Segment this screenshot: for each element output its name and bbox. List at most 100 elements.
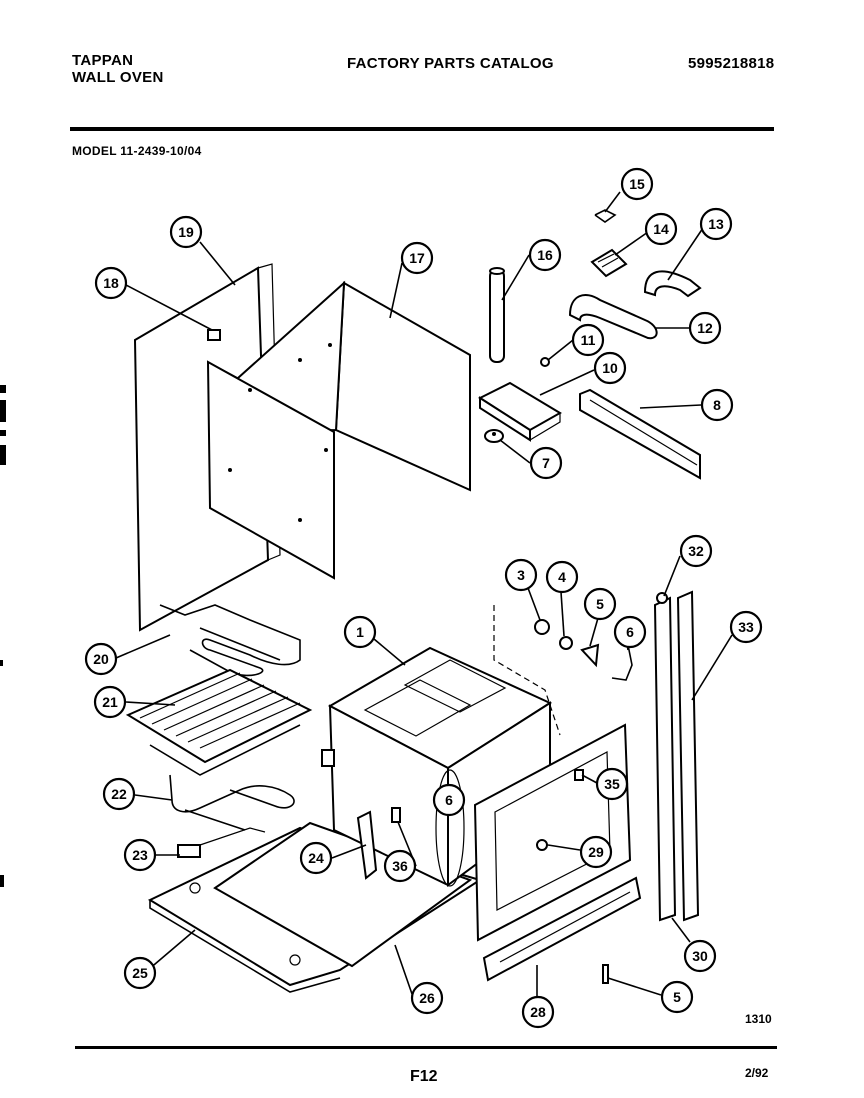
svg-text:5: 5 [596, 596, 604, 612]
svg-text:24: 24 [308, 850, 324, 866]
part-number: 5995218818 [688, 55, 775, 72]
svg-text:10: 10 [602, 360, 618, 376]
brand-block: TAPPAN WALL OVEN [72, 52, 164, 86]
callout-18: 16 [528, 238, 562, 272]
callout-30: 29 [579, 835, 613, 869]
bake-element-part [169, 774, 295, 831]
svg-text:25: 25 [132, 965, 148, 981]
svg-text:14: 14 [653, 221, 669, 237]
bracket-part [579, 388, 701, 480]
svg-text:18: 18 [103, 275, 119, 291]
callout-19: 17 [400, 241, 434, 275]
callout-7: 5 [660, 980, 694, 1014]
svg-text:3: 3 [517, 567, 525, 583]
leader-lines [115, 191, 733, 997]
footer-rule [75, 1046, 777, 1049]
callout-21: 19 [169, 215, 203, 249]
callout-31: 30 [683, 939, 717, 973]
header-rule [70, 127, 774, 131]
orifice-part [484, 429, 504, 443]
callout-3: 3 [504, 558, 538, 592]
svg-text:29: 29 [588, 844, 604, 860]
svg-text:5: 5 [673, 989, 681, 1005]
front-frame-part [435, 723, 632, 942]
callout-4: 4 [545, 560, 579, 594]
outer-panel-part [133, 263, 281, 632]
svg-text:28: 28 [530, 1004, 546, 1020]
callout-24: 22 [102, 777, 136, 811]
callout-6: 6 [613, 615, 647, 649]
svg-text:35: 35 [604, 776, 620, 792]
scan-artifact [0, 385, 6, 887]
svg-text:1: 1 [356, 624, 364, 640]
element-bracket-part [177, 827, 266, 858]
svg-text:20: 20 [93, 651, 109, 667]
svg-text:11: 11 [581, 332, 596, 348]
svg-text:15: 15 [629, 176, 645, 192]
product-type: WALL OVEN [72, 69, 164, 86]
callout-13: 11 [571, 323, 605, 357]
callout-29: 28 [521, 995, 555, 1029]
svg-text:21: 21 [102, 694, 118, 710]
svg-text:32: 32 [688, 543, 704, 559]
svg-text:8: 8 [713, 397, 721, 413]
svg-text:6: 6 [445, 792, 453, 808]
callout-8: 6 [432, 783, 466, 817]
catalog-title: FACTORY PARTS CATALOG [347, 55, 554, 72]
svg-text:13: 13 [708, 216, 724, 232]
callout-35: 35 [595, 767, 629, 801]
svg-text:4: 4 [558, 569, 566, 585]
callout-25: 23 [123, 838, 157, 872]
svg-text:22: 22 [111, 786, 127, 802]
svg-text:30: 30 [692, 948, 708, 964]
trim-strip-part [482, 876, 642, 982]
burner-box-part [477, 381, 562, 442]
callout-33: 33 [729, 610, 763, 644]
page-id: F12 [410, 1068, 438, 1085]
callout-22: 20 [84, 642, 118, 676]
hinge-part [356, 807, 401, 880]
callout-36: 36 [383, 849, 417, 883]
filter-part [590, 248, 628, 278]
screw-part [540, 357, 550, 367]
svg-text:19: 19 [178, 224, 194, 240]
svg-text:36: 36 [392, 858, 408, 874]
oven-rack-part [125, 668, 313, 776]
screw-7-part [602, 964, 609, 984]
svg-text:26: 26 [419, 990, 435, 1006]
svg-text:23: 23 [132, 847, 148, 863]
svg-text:33: 33 [738, 619, 754, 635]
light-assembly-part [493, 605, 633, 736]
callout-15: 13 [699, 207, 733, 241]
callout-32: 32 [679, 534, 713, 568]
svg-text:16: 16 [537, 247, 553, 263]
callout-17: 15 [620, 167, 654, 201]
callout-20: 18 [94, 266, 128, 300]
diagram-code: 1310 [745, 1012, 772, 1026]
callout-23: 21 [93, 685, 127, 719]
callout-1: 1 [343, 615, 377, 649]
brand-name: TAPPAN [72, 52, 134, 69]
callout-11: 8 [700, 388, 734, 422]
duct-part [568, 294, 658, 340]
callout-14: 12 [688, 311, 722, 345]
callout-28: 26 [410, 981, 444, 1015]
svg-text:6: 6 [626, 624, 634, 640]
vent-tube-part [489, 267, 505, 363]
callout-5: 5 [583, 587, 617, 621]
callout-10: 7 [529, 446, 563, 480]
oven-wrapper-part [206, 280, 471, 580]
broil-element-part [159, 604, 301, 677]
callout-12: 10 [593, 351, 627, 385]
callout-26: 24 [299, 841, 333, 875]
callout-27: 25 [123, 956, 157, 990]
svg-text:7: 7 [542, 455, 550, 471]
catalog-date: 2/92 [745, 1066, 769, 1080]
svg-text:12: 12 [697, 320, 713, 336]
model-number: MODEL 11-2439-10/04 [72, 144, 202, 158]
clip-part [594, 209, 617, 223]
svg-text:17: 17 [409, 250, 425, 266]
elbow-duct-part [643, 270, 702, 298]
callout-16: 14 [644, 212, 678, 246]
